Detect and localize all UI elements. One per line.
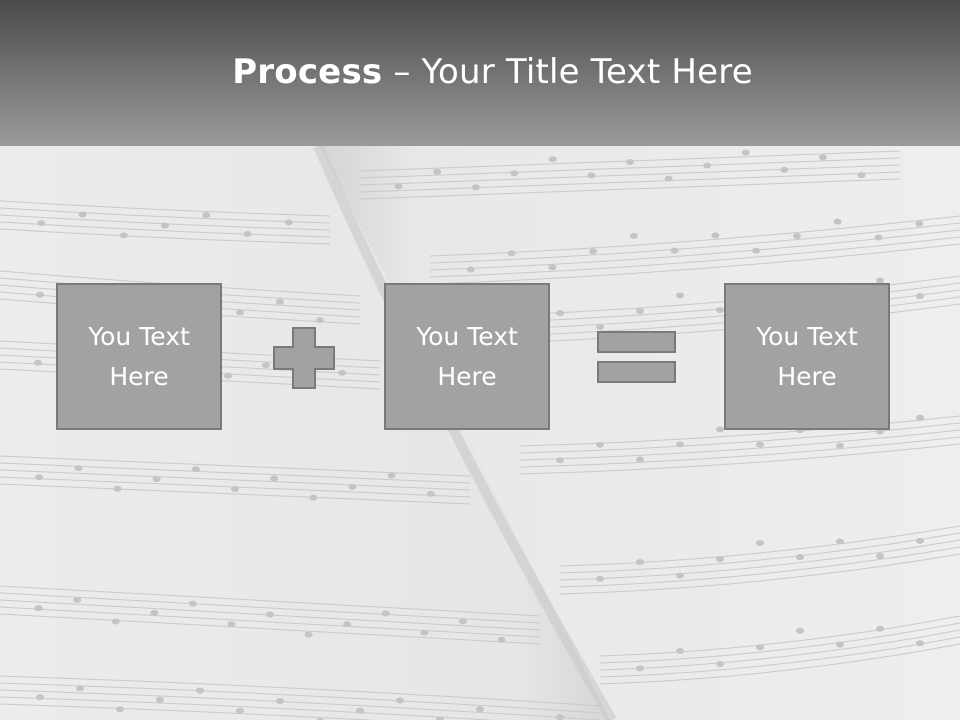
- plus-icon: [273, 327, 335, 389]
- process-box-3[interactable]: You Text Here: [724, 283, 890, 430]
- process-box-2[interactable]: You Text Here: [384, 283, 550, 430]
- sheet-music-background: [0, 146, 960, 720]
- process-box-1[interactable]: You Text Here: [56, 283, 222, 430]
- process-box-3-text: You Text Here: [756, 321, 858, 391]
- slide-title: Process – Your Title Text Here: [0, 52, 960, 92]
- title-rest: – Your Title Text Here: [382, 52, 753, 92]
- process-box-2-text: You Text Here: [416, 321, 518, 391]
- title-bold: Process: [232, 52, 383, 92]
- process-box-1-text: You Text Here: [88, 321, 190, 391]
- equals-icon: [597, 331, 676, 383]
- title-bar: Process – Your Title Text Here: [0, 0, 960, 146]
